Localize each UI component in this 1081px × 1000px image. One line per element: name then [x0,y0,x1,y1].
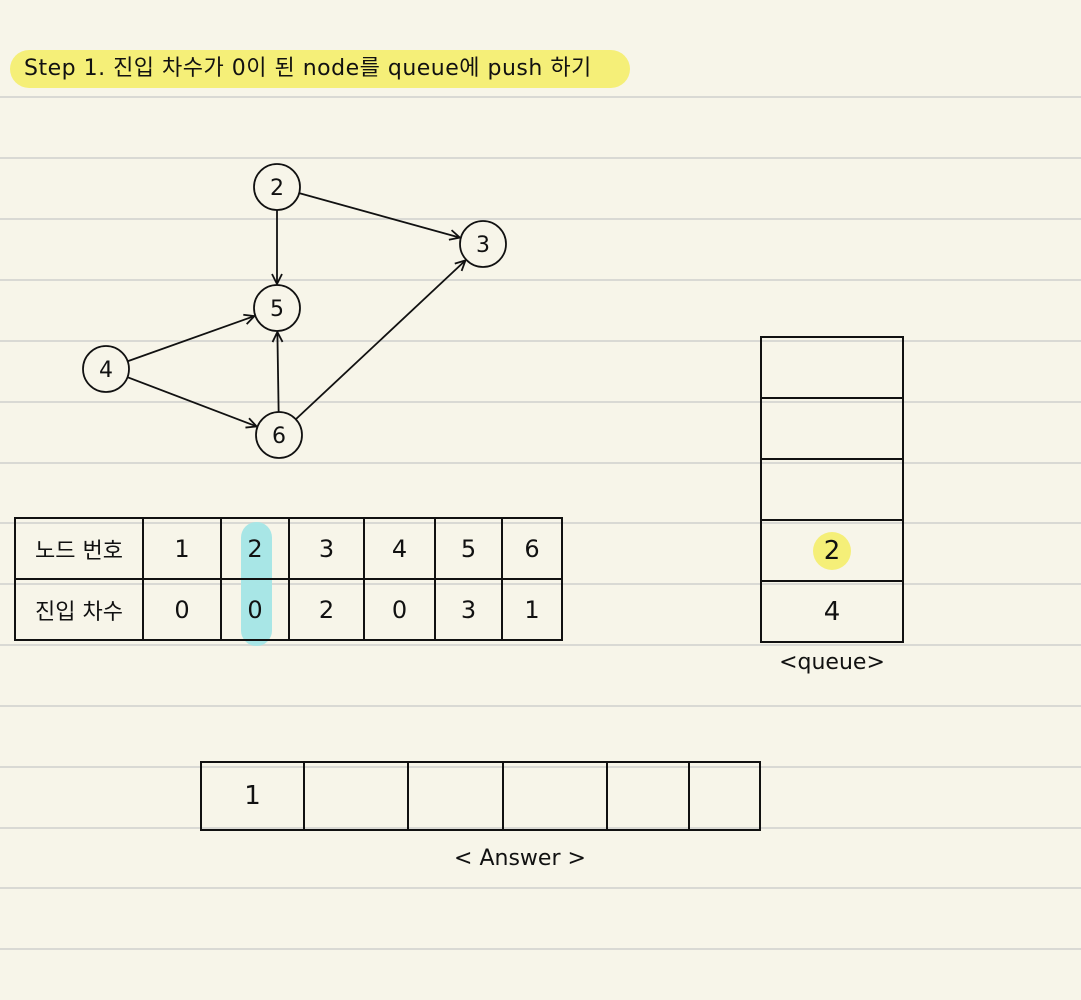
queue-slot: 4 [762,580,902,641]
node-number-cell: 6 [501,517,563,580]
ruled-line [0,766,1081,768]
ruled-line [0,96,1081,98]
edge-4-to-6 [127,376,256,426]
svg-text:5: 5 [270,297,284,322]
ruled-line [0,157,1081,159]
queue-caption: <queue> [779,650,885,675]
answer-cell [688,763,759,829]
answer-cell [303,763,407,829]
ruled-line [0,827,1081,829]
svg-text:3: 3 [476,233,490,258]
svg-text:2: 2 [270,176,284,201]
edge-6-to-3 [295,260,466,420]
queue-value-highlight [813,531,851,570]
indegree-cell: 0 [142,578,222,641]
node-number-cell: 1 [142,517,222,580]
edge-4-to-5 [127,316,255,363]
graph-node-4: 4 [82,345,130,393]
node-number-cell: 2 [220,517,290,580]
indegree-cell: 0 [363,578,436,641]
queue-slot [762,397,902,458]
graph-edges [127,192,466,426]
answer-caption: < Answer > [454,846,586,871]
graph-node-5: 5 [253,284,301,332]
queue: 2 4 [760,336,904,643]
row-header-node-number: 노드 번호 [14,517,144,580]
ruled-line [0,887,1081,889]
answer-cell [407,763,502,829]
row-header-indegree: 진입 차수 [14,578,144,641]
ruled-line [0,644,1081,646]
queue-slot [762,338,902,397]
node-number-cell: 3 [288,517,365,580]
indegree-cell: 2 [288,578,365,641]
graph-nodes: 2 3 5 4 6 [82,163,507,459]
ruled-line [0,218,1081,220]
graph-node-6: 6 [255,411,303,459]
title-highlight [10,50,630,88]
node-number-cell: 5 [434,517,503,580]
queue-slot-highlighted: 2 [762,519,902,580]
ruled-line [0,401,1081,403]
edge-6-to-5 [277,332,278,413]
answer-cell [502,763,606,829]
answer-array: 1 [200,761,761,831]
svg-text:4: 4 [99,358,113,383]
indegree-row: 진입 차수 0 0 2 0 3 1 [14,578,563,641]
indegree-table: 노드 번호 1 2 3 4 5 6 진입 차수 0 0 2 0 3 1 [14,517,563,641]
indegree-cell: 3 [434,578,503,641]
ruled-line [0,340,1081,342]
indegree-cell: 0 [220,578,290,641]
graph-node-3: 3 [459,220,507,268]
node-number-cell: 4 [363,517,436,580]
answer-cell [606,763,688,829]
svg-text:6: 6 [272,424,286,449]
ruled-line [0,705,1081,707]
indegree-cell: 1 [501,578,563,641]
ruled-line [0,279,1081,281]
ruled-line [0,462,1081,464]
answer-cell: 1 [244,781,261,811]
ruled-line [0,948,1081,950]
step-title: Step 1. 진입 차수가 0이 된 node를 queue에 push 하기 [24,56,592,81]
node-number-row: 노드 번호 1 2 3 4 5 6 [14,517,563,580]
queue-slot [762,458,902,519]
graph-node-2: 2 [253,163,301,211]
edge-2-to-3 [298,192,460,237]
